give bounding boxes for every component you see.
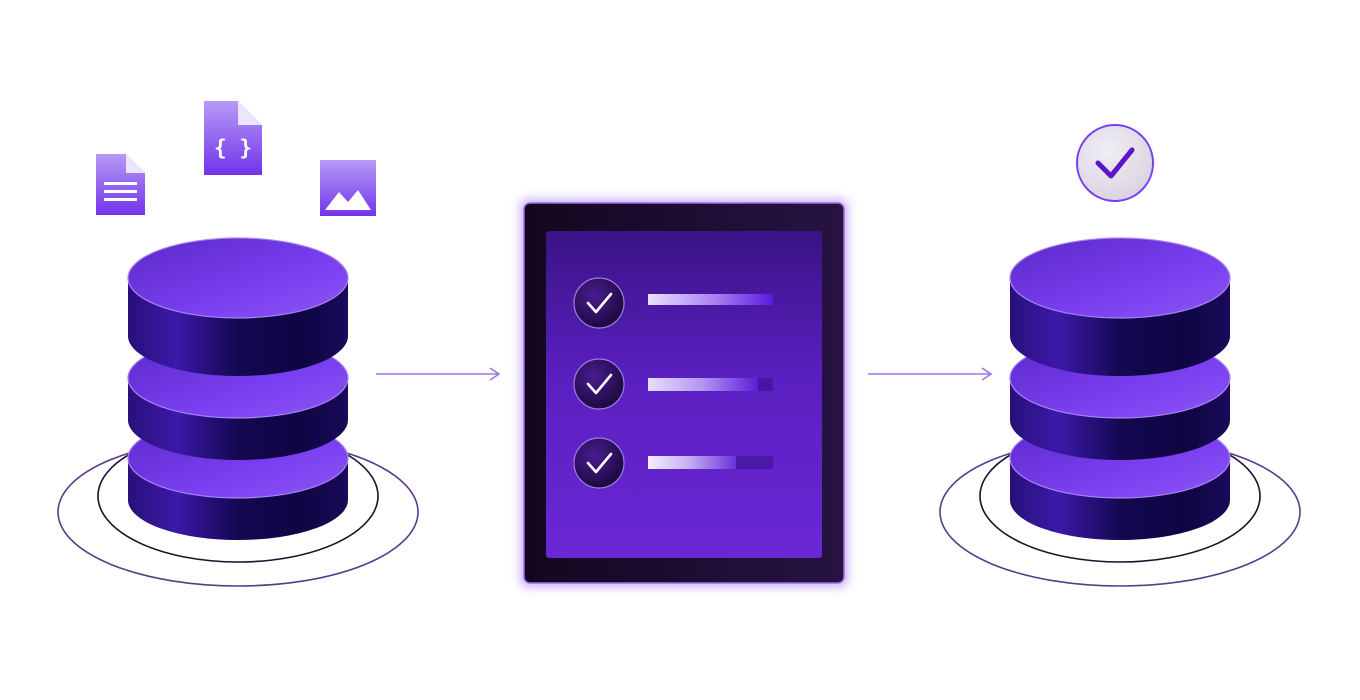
flow-arrow-2: [868, 367, 993, 381]
target-database: [939, 124, 1301, 587]
checklist-row: [573, 437, 773, 489]
check-icon: [586, 292, 613, 314]
checklist-bar: [648, 456, 736, 469]
check-icon: [586, 373, 613, 395]
validation-board: [520, 199, 848, 587]
checklist-bar: [648, 294, 773, 305]
checklist-row: [573, 277, 773, 329]
flow-arrow-1: [376, 367, 501, 381]
code-file-glyph: { }: [214, 136, 252, 160]
code-file-icon: { }: [204, 101, 262, 175]
text-document-icon: [96, 154, 145, 215]
source-database: [57, 237, 419, 587]
image-file-icon: [320, 160, 376, 216]
check-badge-icon: [1076, 124, 1154, 202]
checklist-bar: [648, 378, 758, 391]
checklist-row: [573, 358, 773, 410]
target-disk-1: [1009, 237, 1231, 376]
database-icon: [127, 237, 349, 540]
check-icon: [586, 452, 613, 474]
database-icon: [1009, 237, 1231, 540]
source-disk-1: [127, 237, 349, 376]
